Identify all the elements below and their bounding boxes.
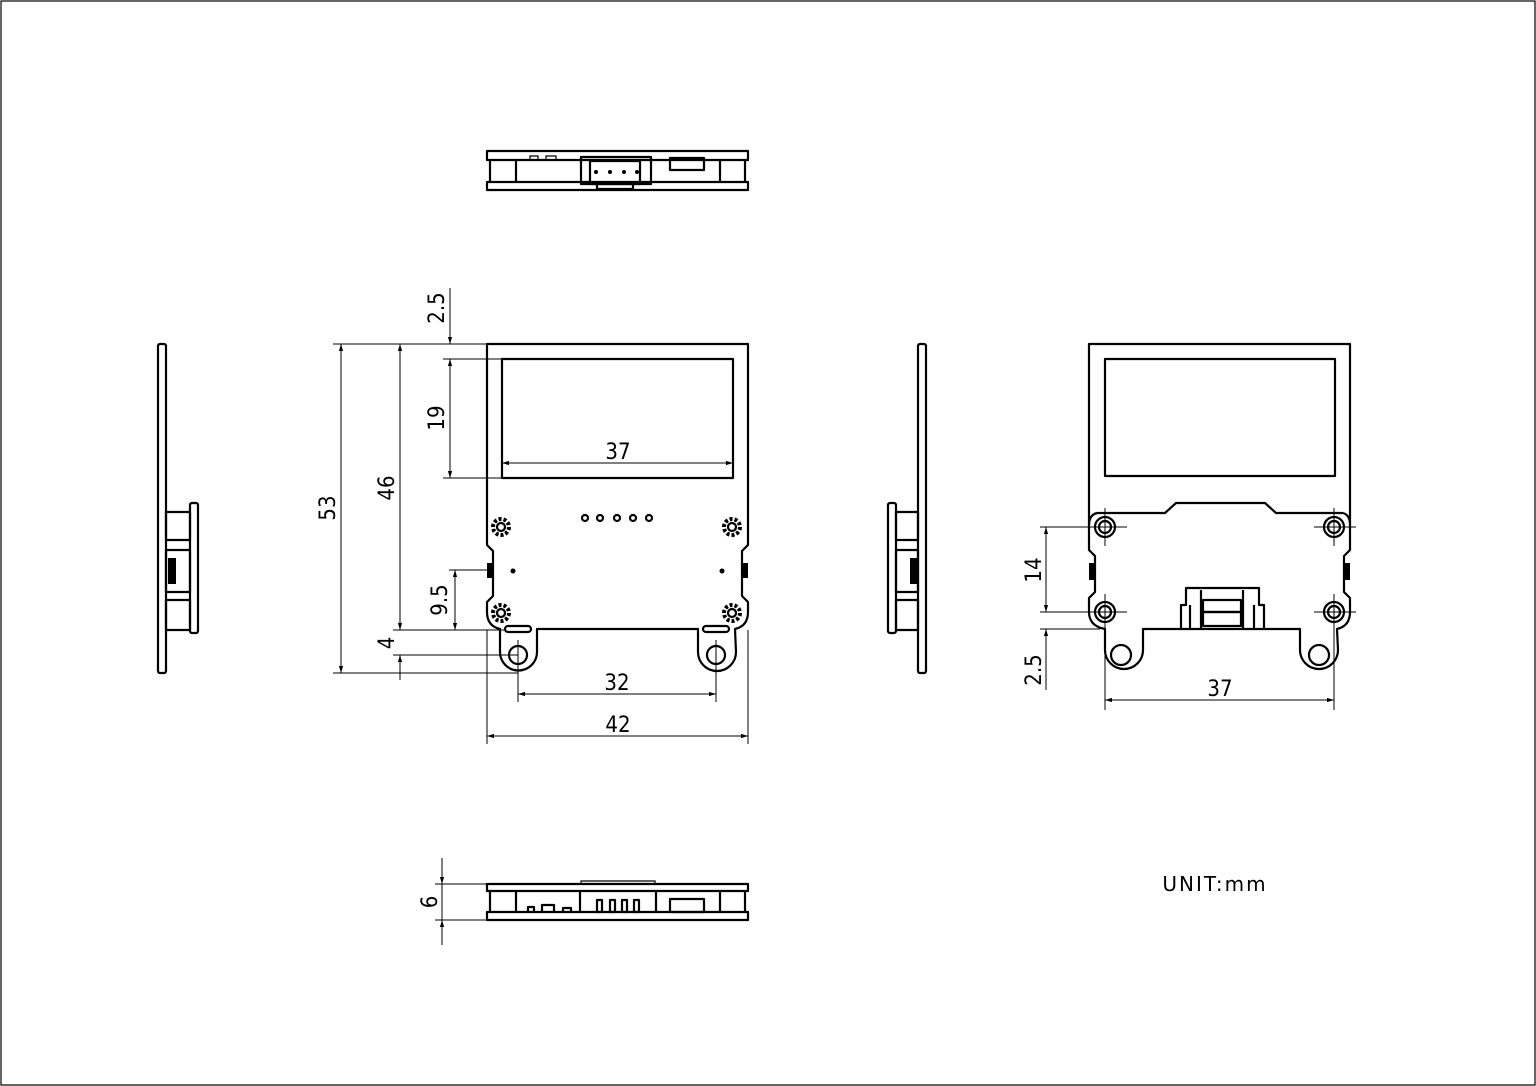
dim-42: 42 — [605, 713, 630, 738]
right-side-view — [886, 342, 928, 675]
dim-32: 32 — [604, 671, 629, 696]
bottom-view — [485, 880, 750, 922]
dim-37: 37 — [1207, 677, 1232, 702]
pcb-outline — [1087, 342, 1352, 671]
front-dimensions: 53 46 2.5 19 37 9.5 4 32 42 — [316, 288, 749, 744]
standoffs — [1085, 508, 1356, 710]
dim-46: 46 — [375, 475, 400, 500]
dim-37: 37 — [605, 440, 630, 465]
bottom-dimensions: 6 — [418, 858, 487, 945]
unit-label: UNIT:mm — [1162, 872, 1267, 896]
gear-standoffs — [491, 517, 742, 623]
dim-14: 14 — [1022, 557, 1047, 582]
header-pins — [580, 513, 654, 523]
back-dimensions: 14 2.5 37 — [1022, 526, 1334, 703]
back-view — [1085, 342, 1356, 710]
dim-2-5: 2.5 — [425, 292, 450, 323]
dim-6: 6 — [418, 896, 443, 909]
pcb-outline — [485, 342, 750, 673]
dim-19: 19 — [425, 405, 450, 430]
top-view — [485, 149, 750, 192]
dim-9-5: 9.5 — [428, 584, 453, 615]
dim-4: 4 — [375, 637, 400, 650]
left-side-view — [156, 342, 200, 675]
dim-2-5: 2.5 — [1022, 654, 1047, 685]
front-view — [485, 342, 750, 673]
connector — [1179, 586, 1266, 630]
display-window — [500, 357, 735, 480]
dim-53: 53 — [316, 495, 341, 520]
display-window — [1103, 357, 1337, 478]
